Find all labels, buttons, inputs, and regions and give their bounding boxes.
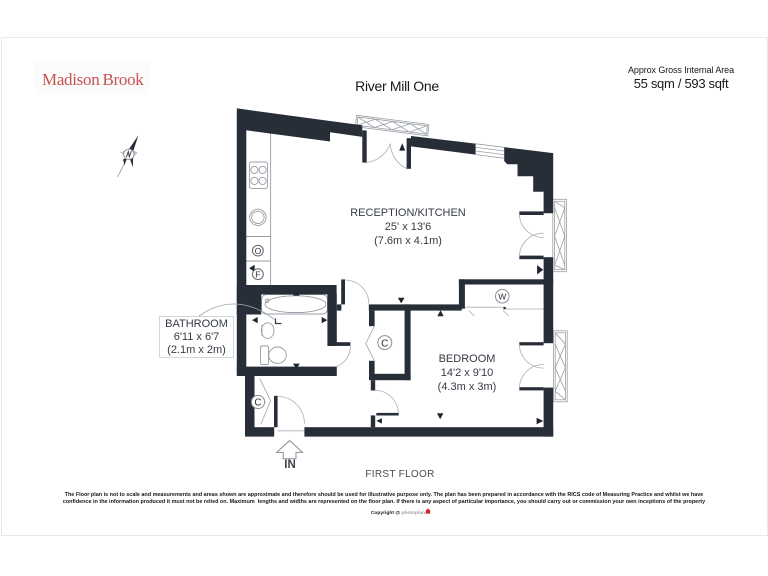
svg-text:C: C — [254, 398, 261, 409]
svg-text:W: W — [498, 292, 506, 302]
svg-text:C: C — [381, 338, 388, 349]
svg-text:O: O — [255, 246, 262, 256]
svg-text:F: F — [255, 270, 260, 280]
